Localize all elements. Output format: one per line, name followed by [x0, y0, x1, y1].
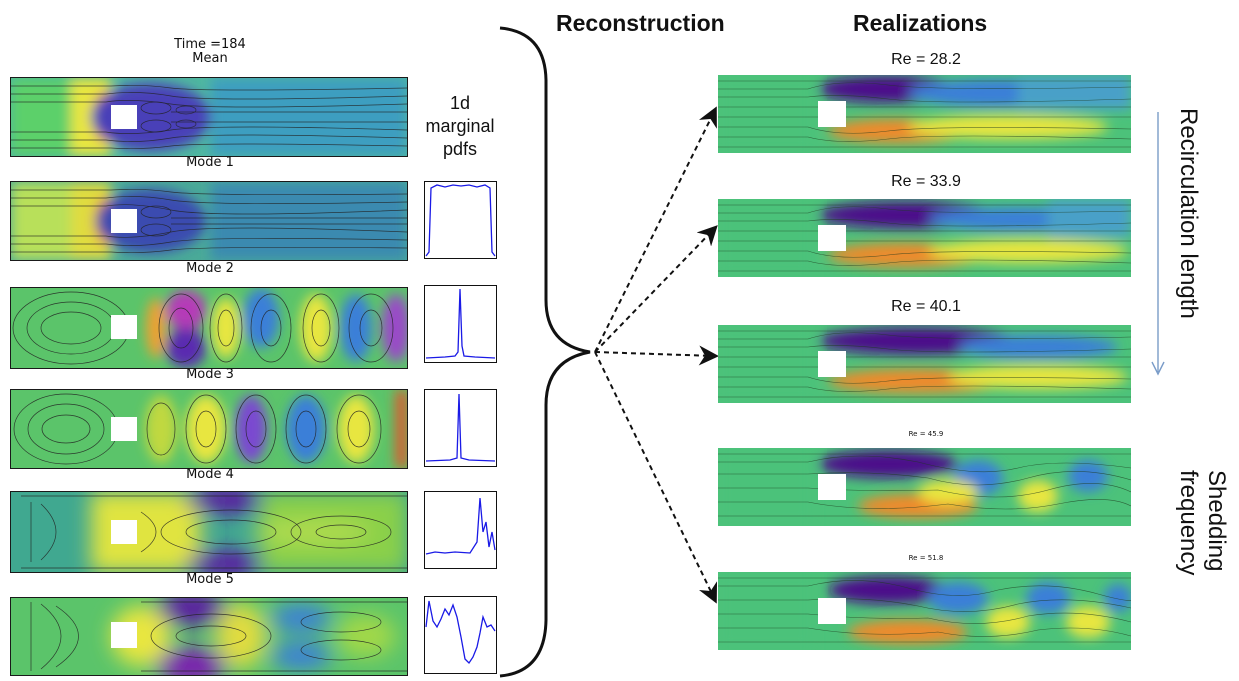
- realization-3-label: Re = 40.1: [891, 298, 961, 315]
- realization-3-panel: [718, 325, 1131, 403]
- time-label: Time =184: [174, 37, 246, 52]
- reconstruction-heading: Reconstruction: [556, 10, 725, 36]
- realization-1-panel: [718, 75, 1131, 153]
- mode-4-label: Mode 4: [186, 467, 234, 482]
- pdf-mode-3: [424, 389, 497, 467]
- pdf-mode-1: [424, 181, 497, 259]
- mode-4-field-panel: [10, 491, 408, 573]
- shedding-label: Shedding: [1203, 470, 1230, 572]
- realization-4-label: Re = 45.9: [908, 430, 944, 438]
- mode-2-label: Mode 2: [186, 261, 234, 276]
- pdf-title-line-2: marginal: [425, 116, 495, 136]
- frequency-label: frequency: [1175, 470, 1202, 576]
- reconstruction-arrows: [499, 26, 719, 678]
- pdf-title-line-3: pdfs: [442, 139, 478, 159]
- mode-1-field-panel: [10, 181, 408, 261]
- mode-5-field-panel: [10, 597, 408, 676]
- pdf-mode-2: [424, 285, 497, 363]
- pdf-mode-4: [424, 491, 497, 569]
- realization-5-label: Re = 51.8: [908, 554, 944, 562]
- realization-5-panel: [718, 572, 1131, 650]
- pdf-mode-5: [424, 596, 497, 674]
- recirculation-arrow: [1151, 112, 1165, 376]
- mean-label: Mean: [192, 51, 228, 66]
- mode-1-label: Mode 1: [186, 155, 234, 170]
- pdf-title-line-1: 1d: [449, 93, 471, 113]
- realization-2-label: Re = 33.9: [891, 173, 961, 190]
- realization-4-panel: [718, 448, 1131, 526]
- realization-1-label: Re = 28.2: [891, 51, 961, 68]
- realizations-heading: Realizations: [853, 10, 988, 36]
- mode-3-label: Mode 3: [186, 367, 234, 382]
- recirculation-length-label: Recirculation length: [1175, 108, 1202, 319]
- mode-3-field-panel: [10, 389, 408, 469]
- mean-field-panel: [10, 77, 408, 157]
- realization-2-panel: [718, 199, 1131, 277]
- mode-2-field-panel: [10, 287, 408, 369]
- mode-5-label: Mode 5: [186, 572, 234, 587]
